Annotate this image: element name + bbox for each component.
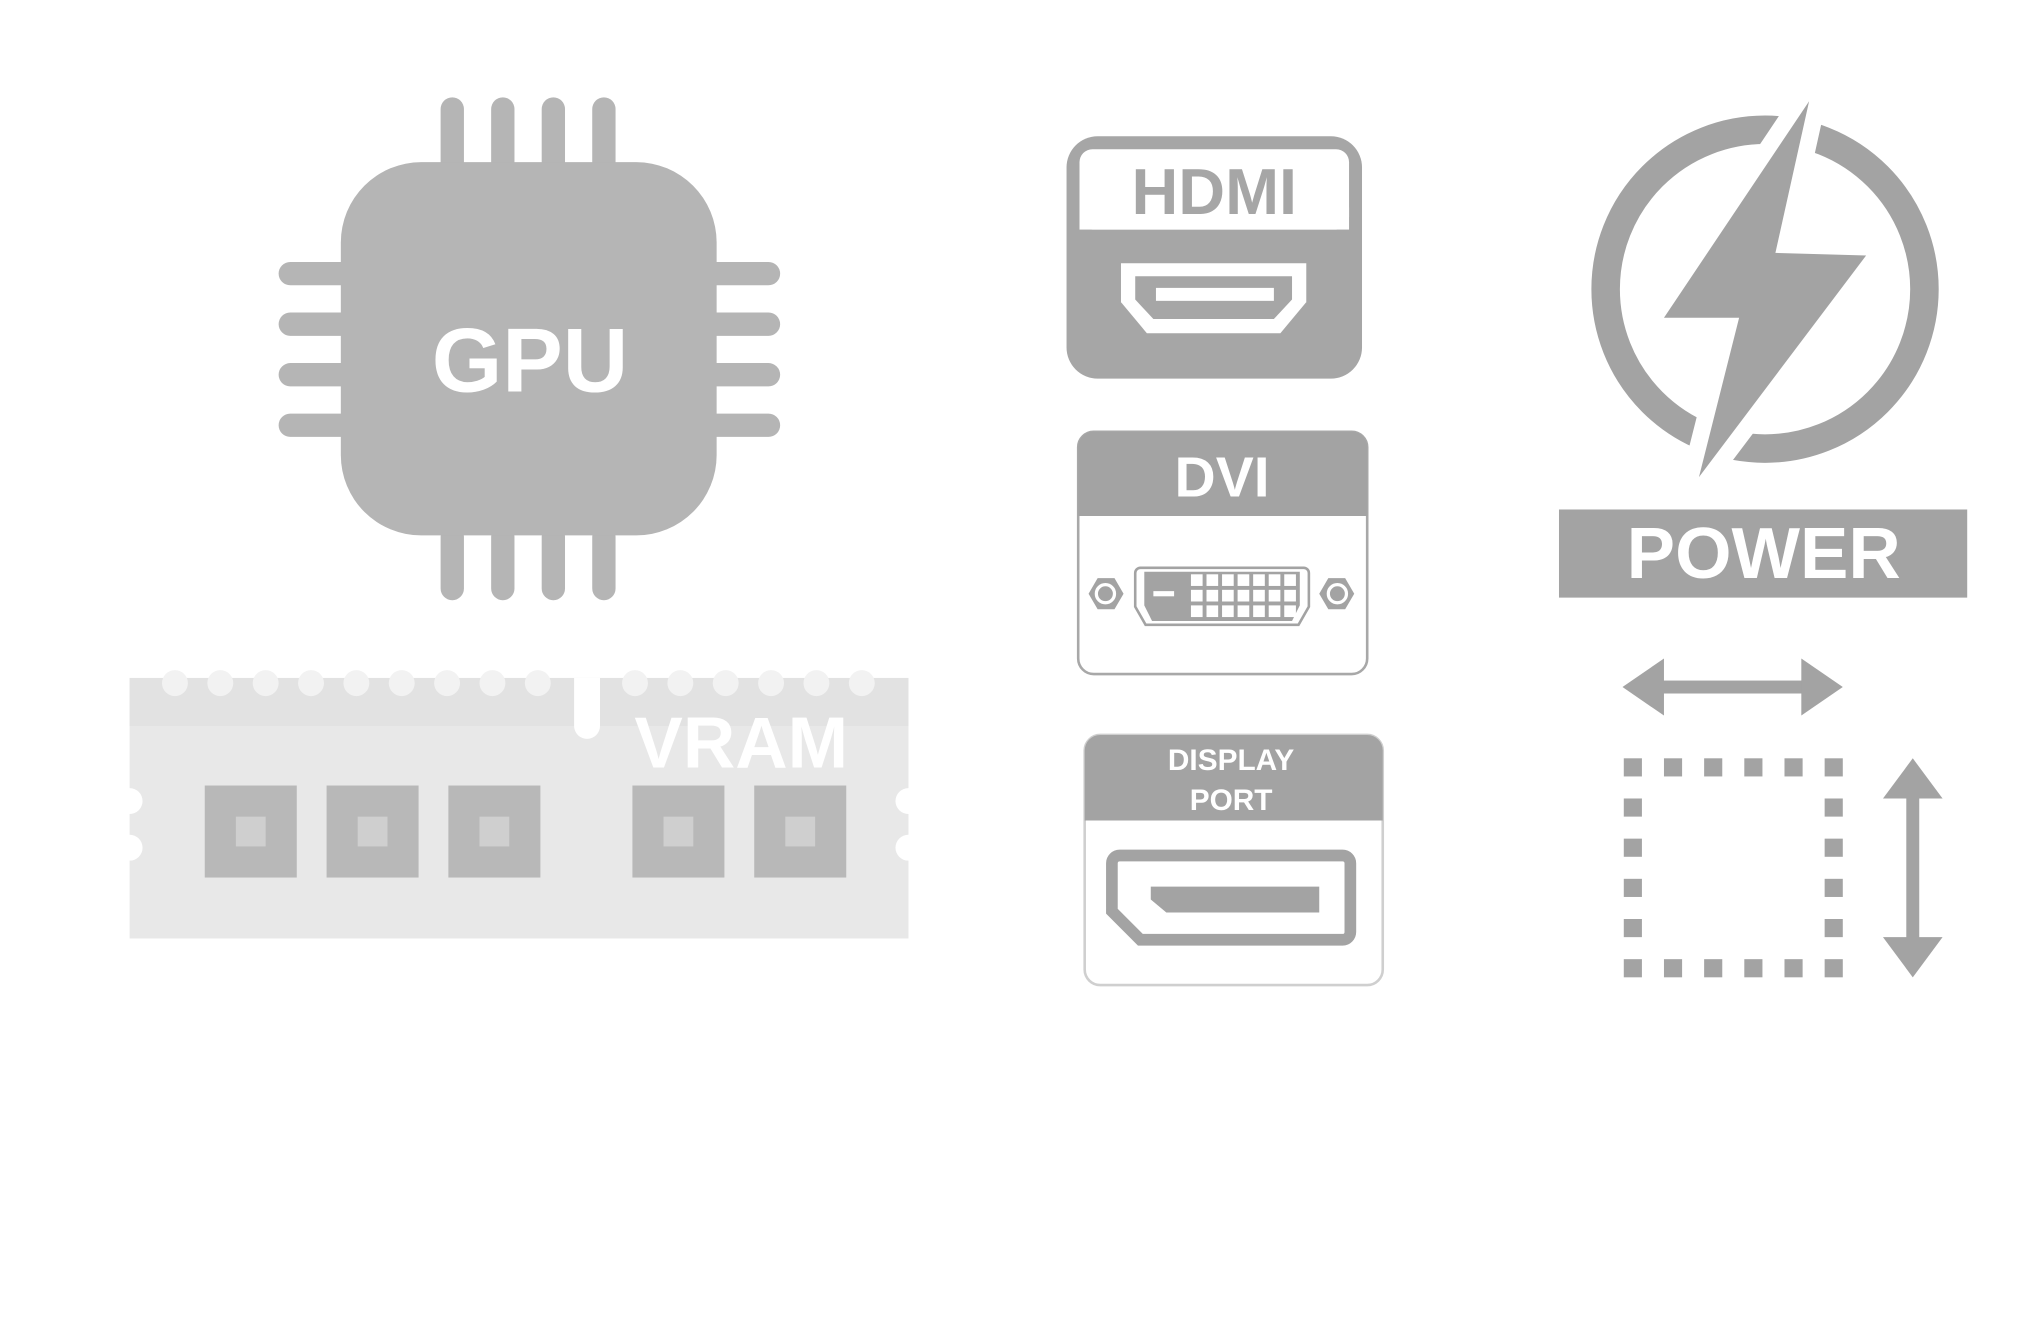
vram-label: VRAM <box>634 702 848 783</box>
vram-module-icon <box>116 670 922 939</box>
dotted-square-icon <box>1623 758 1843 978</box>
vram-chips <box>204 785 847 878</box>
horizontal-arrow-icon <box>1622 658 1843 716</box>
resize-dimensions-icon <box>1622 658 1943 978</box>
power-label: POWER <box>1627 513 1901 594</box>
gpu-pins-right <box>702 261 781 437</box>
hdmi-label: HDMI <box>1132 155 1298 228</box>
vram-side-notches <box>116 788 922 861</box>
power-lightning-icon <box>1591 84 1939 494</box>
gpu-body <box>340 162 717 536</box>
vram-contacts <box>161 670 875 697</box>
hdmi-port-icon <box>1066 136 1363 379</box>
vertical-arrow-icon <box>1882 758 1943 978</box>
dvi-label: DVI <box>1175 446 1270 510</box>
power-label-box <box>1558 509 1968 598</box>
vram-key-notch <box>574 677 601 739</box>
gpu-chip-icon <box>278 97 781 601</box>
displayport-label-line1: DISPLAY <box>1168 744 1295 777</box>
gpu-label: GPU <box>432 311 629 412</box>
gpu-pins-top <box>440 97 616 176</box>
displayport-icon <box>1083 733 1385 987</box>
displayport-label-line2: PORT <box>1190 784 1273 817</box>
gpu-pins-left <box>278 261 357 437</box>
dvi-port-icon <box>1076 430 1369 676</box>
dvi-pins <box>1190 574 1296 618</box>
gpu-pins-bottom <box>440 525 616 601</box>
